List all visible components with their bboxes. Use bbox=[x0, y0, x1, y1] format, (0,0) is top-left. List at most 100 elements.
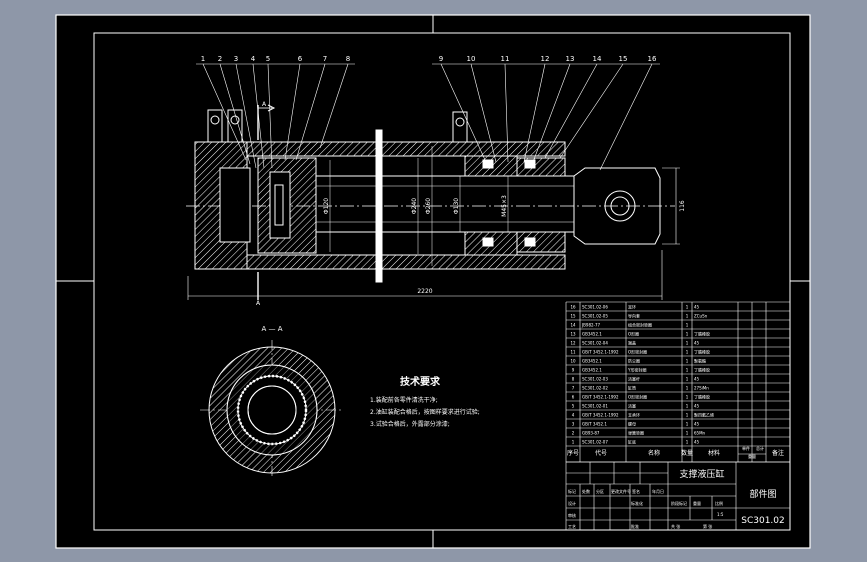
part-number: 14 bbox=[593, 55, 602, 63]
bom-row-material: 45 bbox=[694, 376, 700, 381]
part-number: 16 bbox=[648, 55, 657, 63]
bom-row-material: 45 bbox=[694, 304, 700, 309]
bom-row-seq: 16 bbox=[570, 304, 576, 309]
bom-row-qty: 1 bbox=[686, 304, 689, 309]
bom-header-name: 名称 bbox=[648, 449, 660, 457]
tb-review: 审核 bbox=[568, 512, 576, 518]
tb-date: 年月日 bbox=[652, 488, 664, 494]
bom-row-name: 缸筒 bbox=[628, 384, 636, 390]
part-number: 1 bbox=[201, 55, 205, 63]
title-block: 标记 处数 分区 更改文件号 签名 年月日 设计 标准化 审核 工艺 批准 阶段… bbox=[565, 461, 791, 531]
tb-approve: 批准 bbox=[631, 523, 639, 529]
bom-row-code: GB3452.1 bbox=[582, 367, 602, 372]
part-number: 8 bbox=[346, 55, 350, 63]
tb-zone: 分区 bbox=[596, 488, 604, 494]
bom-row-name: 缸底 bbox=[628, 438, 636, 444]
tb-marks: 标记 bbox=[568, 488, 576, 494]
bom-row-qty: 1 bbox=[686, 385, 689, 390]
tech-requirement-item: 2.油缸装配合格后，按图样要求进行试验; bbox=[370, 408, 480, 416]
bom-row-material: 丁腈橡胶 bbox=[694, 393, 710, 399]
section-a-a-view bbox=[200, 340, 344, 478]
center-marks bbox=[56, 15, 810, 548]
drawing-type: 部件图 bbox=[749, 488, 776, 500]
part-number: 9 bbox=[439, 55, 443, 63]
bom-row-qty: 1 bbox=[686, 340, 689, 345]
bom-row-qty: 1 bbox=[686, 394, 689, 399]
bom-row-material: 45 bbox=[694, 421, 700, 426]
tech-requirement-item: 3.试验合格后，外露部分涂漆; bbox=[370, 420, 450, 428]
bom-row-code: GB/T 3452.1-1992 bbox=[582, 394, 619, 399]
bom-row-code: SC301.02-03 bbox=[582, 376, 608, 381]
bom-row-material: ZCuSn bbox=[694, 313, 708, 318]
bom-row-seq: 13 bbox=[570, 331, 576, 336]
bom-row-material: 丁腈橡胶 bbox=[694, 330, 710, 336]
part-number-labels: 1 2 3 4 5 6 7 8 9 10 11 12 13 14 15 16 bbox=[201, 55, 657, 63]
tb-change-doc: 更改文件号 bbox=[611, 488, 631, 494]
tb-sheets: 共 张 bbox=[671, 523, 680, 529]
bom-row-material: 丁腈橡胶 bbox=[694, 348, 710, 354]
bom-row-seq: 4 bbox=[572, 412, 575, 417]
bom-row-material: 45 bbox=[694, 439, 700, 444]
bom-row-name: Y形密封圈 bbox=[627, 366, 646, 372]
tb-count: 处数 bbox=[582, 488, 590, 494]
bom-row-material: 丁腈橡胶 bbox=[694, 366, 710, 372]
bom-row-qty: 1 bbox=[686, 331, 689, 336]
bom-header-seq: 序号 bbox=[567, 449, 579, 457]
bom-row-code: GB/T 3452.1-1992 bbox=[582, 412, 619, 417]
bom-row-qty: 1 bbox=[686, 322, 689, 327]
bom-row-name: O形圈 bbox=[628, 330, 639, 336]
bom-row-qty: 1 bbox=[686, 439, 689, 444]
part-number: 12 bbox=[541, 55, 550, 63]
bom-row-code: SC301.02-04 bbox=[582, 340, 608, 345]
bom-row-qty: 1 bbox=[686, 349, 689, 354]
bom-row-qty: 1 bbox=[686, 367, 689, 372]
tb-sheet-no: 第 张 bbox=[703, 523, 712, 529]
part-number: 6 bbox=[298, 55, 303, 63]
bom-row-material: 聚氨酯 bbox=[694, 357, 706, 363]
bom-row-qty: 1 bbox=[686, 421, 689, 426]
rod-thread-dim: M45×3 bbox=[501, 195, 508, 217]
bom-row-qty: 1 bbox=[686, 313, 689, 318]
bom-row-name: 导向套 bbox=[628, 312, 640, 318]
bore-dim-2: Φ240 bbox=[411, 198, 418, 214]
bom-row-qty: 1 bbox=[686, 430, 689, 435]
bom-row-name: 活塞 bbox=[628, 402, 636, 408]
tb-standardize: 标准化 bbox=[631, 500, 643, 506]
bom-row-name: 支承环 bbox=[628, 411, 640, 417]
overall-length-dim: 2220 bbox=[417, 288, 432, 295]
part-number: 2 bbox=[218, 55, 222, 63]
dimension-labels: 2220 116 Φ120 Φ240 Φ260 Φ130 M45×3 A A bbox=[256, 101, 686, 307]
bom-row-name: 弹簧垫圈 bbox=[628, 429, 644, 435]
bom-row-code: SC301.02-05 bbox=[582, 313, 608, 318]
part-number: 3 bbox=[234, 55, 238, 63]
tb-signature: 签名 bbox=[632, 488, 640, 494]
tb-weight: 重量 bbox=[693, 500, 701, 506]
part-number: 10 bbox=[467, 55, 476, 63]
bom-row-material: 聚四氟乙烯 bbox=[694, 411, 714, 417]
drawing-number: SC301.02 bbox=[741, 516, 785, 526]
bom-header-material: 材料 bbox=[708, 449, 720, 457]
bom-row-seq: 5 bbox=[572, 403, 575, 408]
bore-dim-1: Φ120 bbox=[323, 198, 330, 214]
bom-row-material: 45 bbox=[694, 340, 700, 345]
section-marker-bottom: A bbox=[256, 300, 261, 307]
bom-row-seq: 9 bbox=[572, 367, 575, 372]
bom-row-name: 活塞杆 bbox=[628, 375, 640, 381]
tb-scale: 比例 bbox=[715, 500, 723, 506]
leader-lines bbox=[196, 63, 660, 171]
part-number: 7 bbox=[323, 55, 327, 63]
tb-stage-mark: 阶段标记 bbox=[671, 500, 687, 506]
drawing-sheet bbox=[55, 14, 811, 549]
bom-row-code: SC301.02-06 bbox=[582, 304, 608, 309]
bom-row-seq: 7 bbox=[572, 385, 575, 390]
bore-dim-4: Φ130 bbox=[453, 198, 460, 214]
bom-row-name: 螺母 bbox=[628, 420, 636, 426]
bom-row-material: 27SiMn bbox=[694, 385, 709, 390]
part-number: 13 bbox=[566, 55, 575, 63]
tech-requirements-title: 技术要求 bbox=[400, 375, 441, 388]
part-number: 5 bbox=[266, 55, 270, 63]
bom-header-qty: 数量 bbox=[681, 449, 693, 457]
tb-scale-value: 1:5 bbox=[717, 512, 724, 517]
right-height-dim: 116 bbox=[679, 200, 686, 212]
